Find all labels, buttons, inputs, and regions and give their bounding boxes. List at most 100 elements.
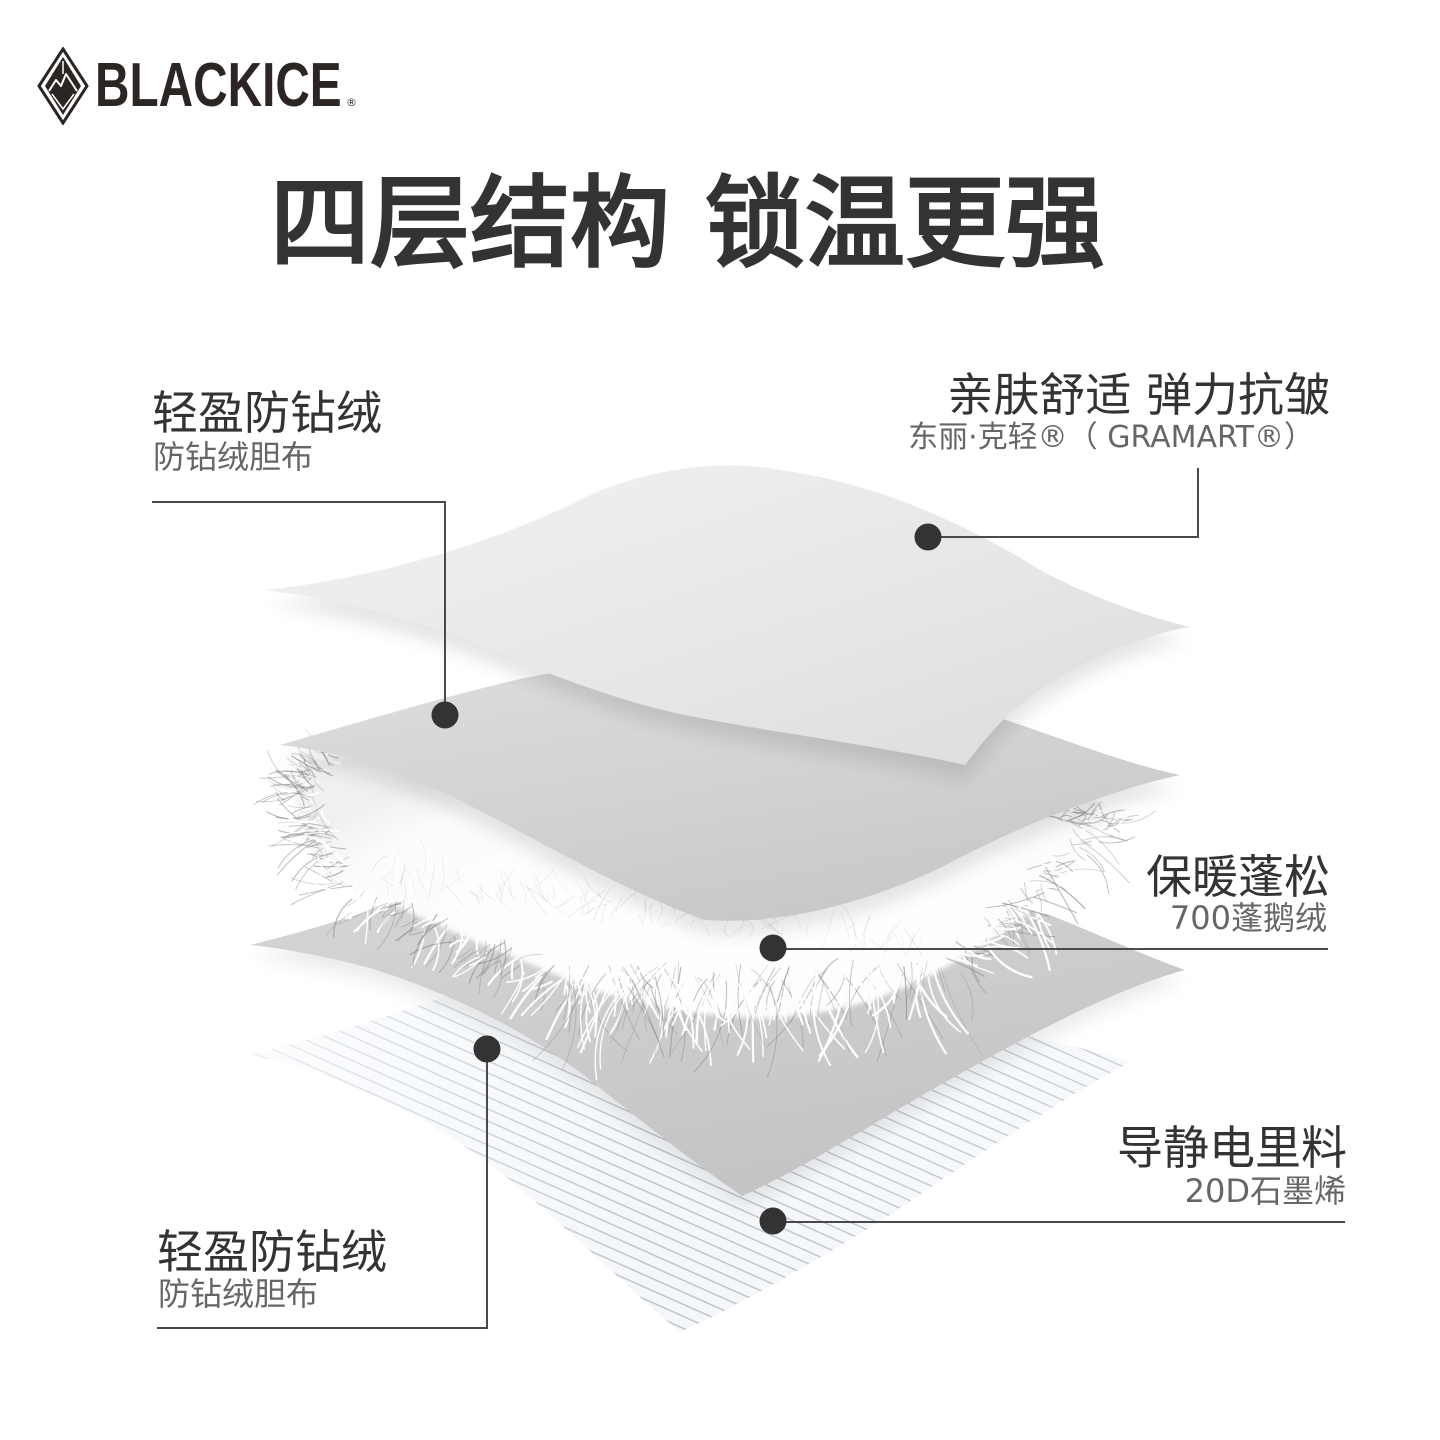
feather-fiber xyxy=(971,953,980,982)
feather-fiber xyxy=(571,966,586,1006)
feather-fiber xyxy=(776,966,790,1003)
feather-fiber xyxy=(401,899,405,919)
feather-fiber xyxy=(1069,820,1091,825)
brand-name: BLACKICE xyxy=(95,51,342,120)
feather-fiber xyxy=(410,917,449,936)
feather-fiber xyxy=(568,899,596,919)
feather-fiber xyxy=(266,750,292,783)
feather-fiber xyxy=(637,966,654,989)
feather-fiber xyxy=(977,930,1005,941)
feather-fiber xyxy=(499,939,507,976)
feather-fiber xyxy=(447,933,459,946)
feather-fiber xyxy=(304,866,333,882)
feather-fiber xyxy=(540,976,546,1012)
feather-fiber xyxy=(519,880,527,901)
feather-fiber xyxy=(376,901,397,950)
feather-fiber xyxy=(844,967,878,1020)
feather-fiber xyxy=(533,876,547,902)
feather-fiber xyxy=(386,883,389,896)
feather-fiber xyxy=(584,877,613,903)
feather-fiber xyxy=(381,901,403,918)
connector-line-lower-downproof xyxy=(157,1049,488,1329)
feather-fiber xyxy=(261,793,311,803)
feather-fiber xyxy=(622,977,655,1030)
callout-title: 导静电里料 xyxy=(1117,1121,1347,1175)
feather-fiber xyxy=(737,964,744,1036)
feather-fiber xyxy=(348,893,361,920)
diamond-mountain-icon xyxy=(37,47,89,125)
feather-fiber xyxy=(290,806,310,815)
feather-fiber xyxy=(539,891,571,916)
feather-fiber xyxy=(579,971,615,1054)
feather-fiber xyxy=(462,954,485,968)
feather-fiber xyxy=(559,895,574,907)
feather-fiber xyxy=(267,779,293,789)
callout-subtitle: 700蓬鹅绒 xyxy=(1169,899,1327,937)
feather-fiber xyxy=(1086,854,1109,895)
feather-fiber xyxy=(298,833,317,849)
feather-fiber xyxy=(312,764,323,770)
feather-fiber xyxy=(563,969,572,996)
feather-fiber xyxy=(418,837,427,877)
feather-fiber xyxy=(441,854,445,888)
feather-fiber xyxy=(520,979,562,1017)
feather-fiber xyxy=(635,962,668,1004)
logo-mountain-line xyxy=(48,73,78,92)
feather-fiber xyxy=(584,907,594,915)
feather-fiber xyxy=(910,975,930,1003)
feather-fiber xyxy=(1100,809,1125,818)
feather-fiber xyxy=(278,829,326,837)
feather-fiber xyxy=(690,968,726,1022)
feather-fiber xyxy=(384,870,393,878)
feather-fiber xyxy=(574,880,588,904)
feather-fiber xyxy=(681,981,701,1036)
feather-fiber xyxy=(1095,824,1126,849)
feather-fiber xyxy=(667,975,712,1067)
feather-fiber xyxy=(986,892,1045,909)
feather-fiber xyxy=(380,875,394,887)
feather-fiber xyxy=(915,965,927,1018)
feather-fiber xyxy=(849,959,854,1027)
feather-fiber xyxy=(617,966,658,1031)
feather-fiber xyxy=(275,771,309,792)
feather-fiber xyxy=(522,972,542,993)
feather-fiber xyxy=(863,916,872,950)
feather-fiber xyxy=(325,870,344,878)
feather-fiber xyxy=(400,868,406,887)
feather-fiber xyxy=(1017,892,1033,935)
feather-fiber xyxy=(862,961,873,1014)
feather-fiber xyxy=(1107,828,1131,881)
feather-fiber xyxy=(448,939,466,948)
feather-fiber xyxy=(399,872,403,888)
feather-fiber xyxy=(298,762,312,777)
feather-fiber xyxy=(501,869,515,904)
feather-fiber xyxy=(697,964,705,990)
feather-fiber xyxy=(589,890,606,902)
feather-fiber xyxy=(330,870,358,891)
feather-fiber xyxy=(735,963,766,1046)
feather-fiber xyxy=(282,813,319,838)
feather-fiber xyxy=(329,861,347,867)
feather-fiber xyxy=(627,963,648,994)
headline: 四层结构 锁温更强 xyxy=(270,165,1105,282)
feather-fiber xyxy=(1085,829,1120,865)
feather-fiber xyxy=(582,882,590,914)
feather-fiber xyxy=(1033,887,1052,951)
feather-fiber xyxy=(438,936,456,973)
feather-fiber xyxy=(627,986,661,1043)
feather-fiber xyxy=(747,979,769,1009)
feather-fiber xyxy=(973,945,994,957)
feather-fiber xyxy=(322,770,334,777)
callout-title: 轻盈防钻绒 xyxy=(152,386,382,440)
feather-fiber xyxy=(278,835,332,846)
callout-connectors xyxy=(152,468,1345,1329)
feather-fiber xyxy=(531,980,553,991)
feather-fiber xyxy=(826,977,845,1006)
feather-fiber xyxy=(397,928,417,943)
feather-fiber xyxy=(403,866,412,878)
feather-fiber xyxy=(577,971,597,1038)
feather-fiber xyxy=(381,900,398,919)
feather-fiber xyxy=(1008,905,1018,922)
feather-fiber xyxy=(568,965,590,1033)
feather-fiber xyxy=(726,966,737,992)
